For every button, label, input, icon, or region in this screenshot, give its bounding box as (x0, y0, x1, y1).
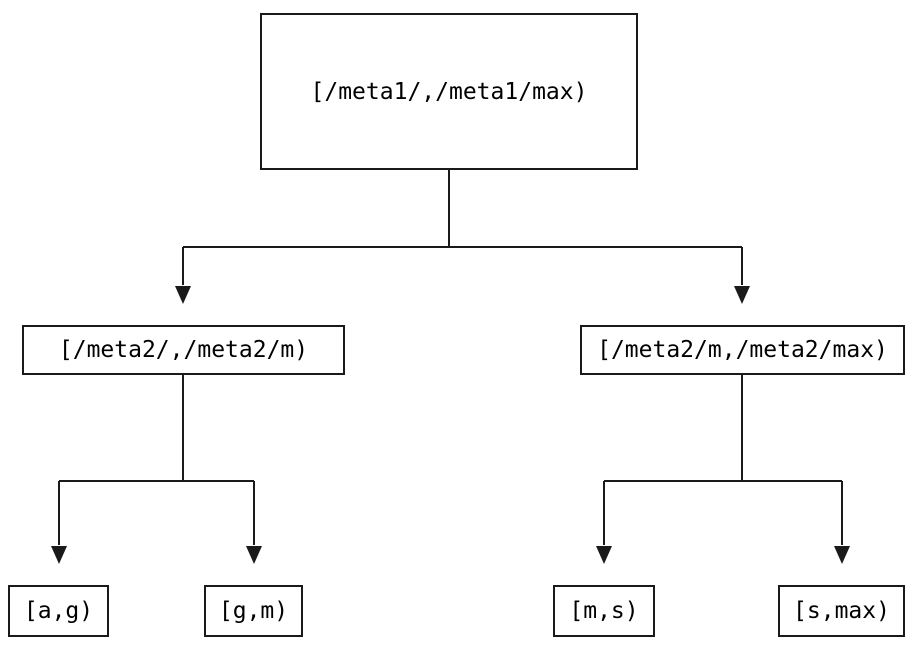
node-root-label: [/meta1/,/meta1/max) (310, 78, 588, 105)
node-branch-left-label: [/meta2/,/meta2/m) (58, 337, 309, 363)
edge-arrowhead-icon (51, 546, 67, 564)
node-leaf-smax-label: [s,max) (793, 598, 890, 624)
node-leaf-ag: [a,g) (8, 585, 109, 637)
node-branch-right-label: [/meta2/m,/meta2/max) (597, 337, 888, 363)
edge-arrowhead-icon (175, 286, 191, 304)
edge-arrowhead-icon (246, 546, 262, 564)
node-leaf-ms-label: [m,s) (569, 598, 639, 624)
edge-arrowhead-icon (834, 546, 850, 564)
node-leaf-gm-label: [g,m) (218, 598, 289, 624)
node-leaf-ms: [m,s) (553, 585, 655, 637)
edge-arrowhead-icon (596, 546, 612, 564)
node-leaf-gm: [g,m) (204, 585, 303, 637)
node-leaf-smax: [s,max) (778, 585, 905, 637)
edge-arrowhead-icon (734, 286, 750, 304)
node-branch-right: [/meta2/m,/meta2/max) (580, 325, 905, 375)
node-root: [/meta1/,/meta1/max) (260, 13, 638, 170)
node-branch-left: [/meta2/,/meta2/m) (22, 325, 345, 375)
node-leaf-ag-label: [a,g) (23, 598, 94, 624)
